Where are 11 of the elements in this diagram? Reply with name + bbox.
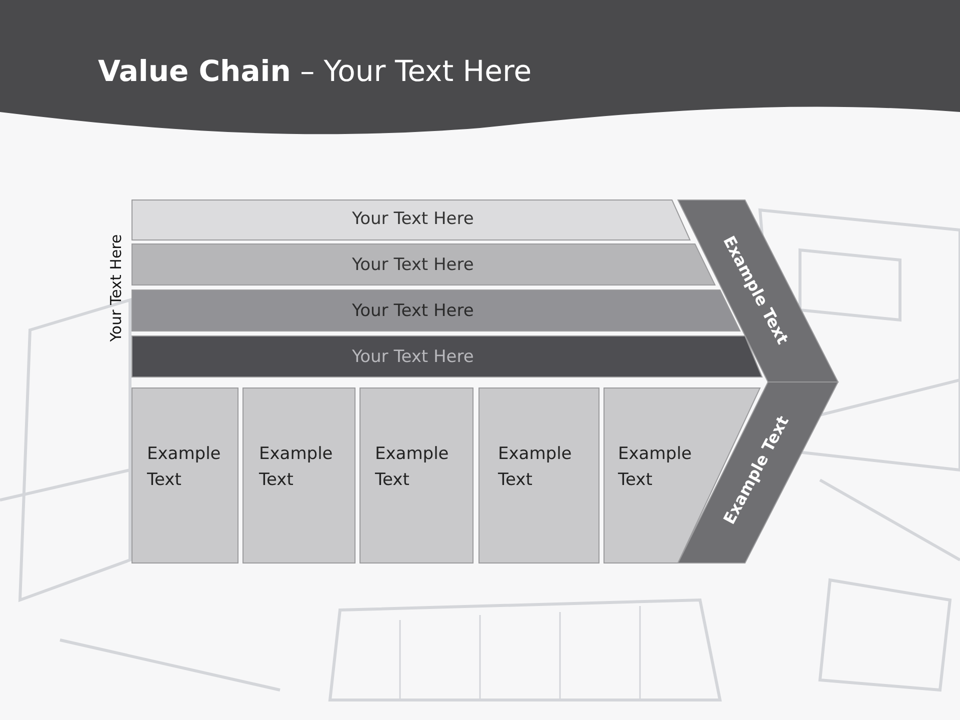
panel-label: Example Text — [618, 443, 693, 492]
panel-label: Example Text — [259, 443, 334, 492]
bar-label: Your Text Here — [352, 301, 474, 321]
panel-label: Example Text — [498, 443, 573, 492]
bar-label: Your Text Here — [352, 209, 474, 229]
bar-label: Your Text Here — [352, 255, 474, 275]
panel-label: Example Text — [147, 443, 222, 492]
bar-label: Your Text Here — [352, 347, 474, 367]
panel-label: Example Text — [375, 443, 450, 492]
slide-title: Value Chain – Your Text Here — [98, 54, 532, 88]
axis-label: Your Text Here — [107, 234, 125, 342]
